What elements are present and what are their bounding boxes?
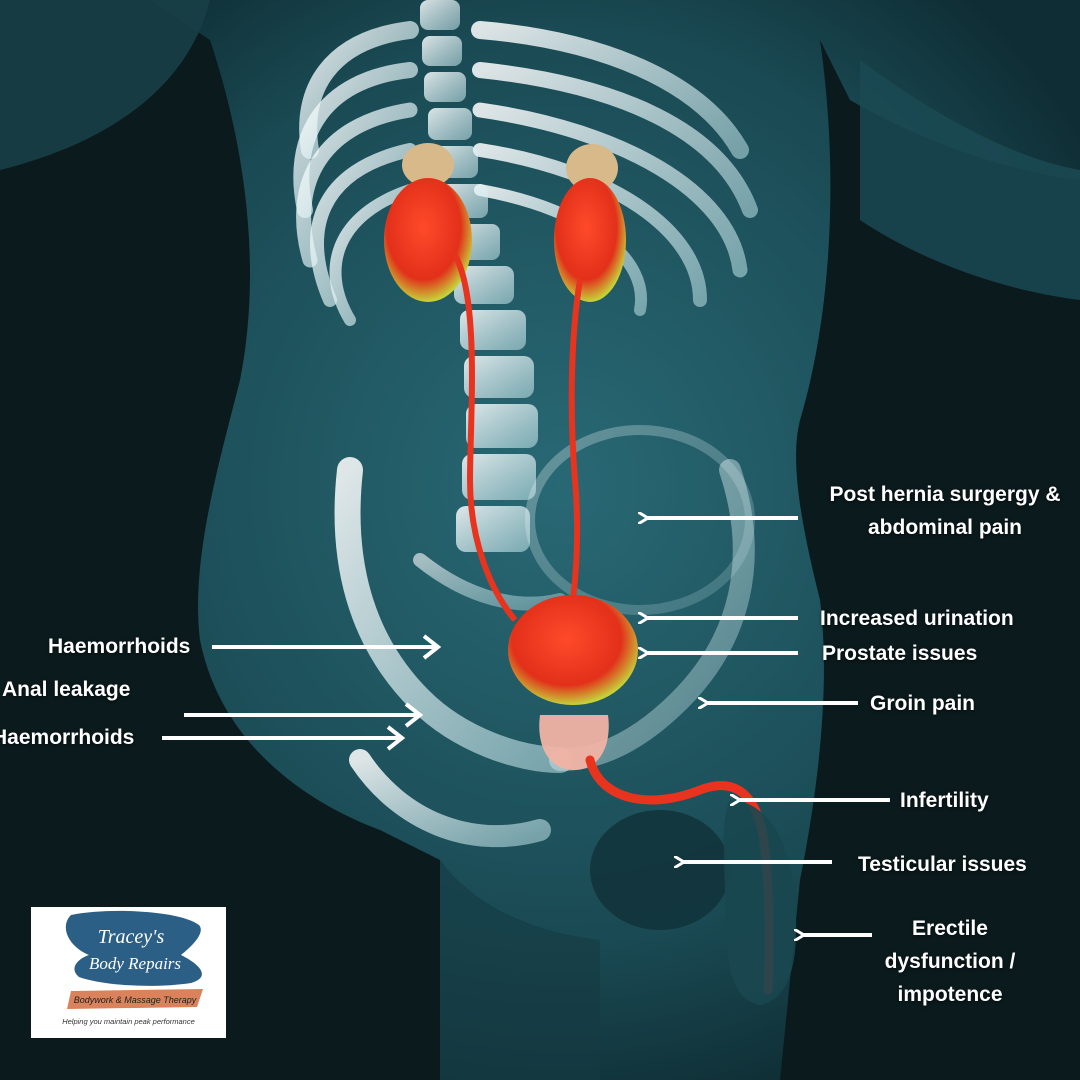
logo-ribbon-text: Bodywork & Massage Therapy — [74, 995, 197, 1005]
spine — [420, 0, 538, 552]
bladder — [508, 595, 638, 705]
label-erectile-line1: Erectile — [912, 917, 988, 940]
ureter-left — [452, 253, 518, 622]
label-erectile-line2: dysfunction / — [884, 950, 1016, 973]
label-increased-urination: Increased urination — [820, 607, 1014, 630]
pelvis — [334, 425, 755, 848]
logo-graphic: Tracey's Body Repairs Bodywork & Massage… — [65, 910, 203, 1009]
label-erectile: Erectile dysfunction / impotence — [870, 912, 1030, 1011]
label-prostate-issues: Prostate issues — [822, 642, 978, 665]
adrenal-gland-right — [566, 144, 618, 192]
label-erectile-line3: impotence — [897, 983, 1003, 1006]
testis — [590, 810, 730, 930]
logo: Tracey's Body Repairs Bodywork & Massage… — [31, 907, 226, 1038]
label-haemorrhoids-lower: Haemorrhoids — [0, 726, 135, 749]
logo-name-line2: Body Repairs — [89, 954, 181, 973]
left-leaders — [162, 634, 442, 751]
label-hernia-line1: Post hernia surgergy & — [829, 483, 1061, 506]
kidney-left — [384, 178, 472, 302]
arrowhead-anal-leakage — [404, 702, 424, 728]
logo-tagline: Helping you maintain peak performance — [62, 1017, 195, 1026]
label-anal-leakage: Anal leakage — [2, 678, 131, 701]
label-infertility: Infertility — [900, 789, 989, 812]
kidney-right — [554, 178, 626, 302]
label-arrows — [648, 518, 890, 935]
label-hernia: Post hernia surgergy & abdominal pain — [800, 478, 1080, 544]
ureter-right — [567, 279, 583, 621]
label-groin-pain: Groin pain — [870, 692, 975, 715]
adrenal-gland-left — [402, 143, 454, 187]
label-haemorrhoids-upper: Haemorrhoids — [48, 635, 191, 658]
logo-name-line1: Tracey's — [98, 926, 165, 948]
logo-ribbon — [67, 989, 203, 1009]
logo-shape — [65, 910, 202, 986]
label-hernia-line2: abdominal pain — [867, 516, 1022, 539]
arrowhead-haemorrhoids-upper — [422, 634, 442, 660]
label-testicular-issues: Testicular issues — [858, 853, 1027, 876]
penis — [723, 800, 797, 1005]
arrowhead-haemorrhoids-lower — [386, 725, 406, 751]
